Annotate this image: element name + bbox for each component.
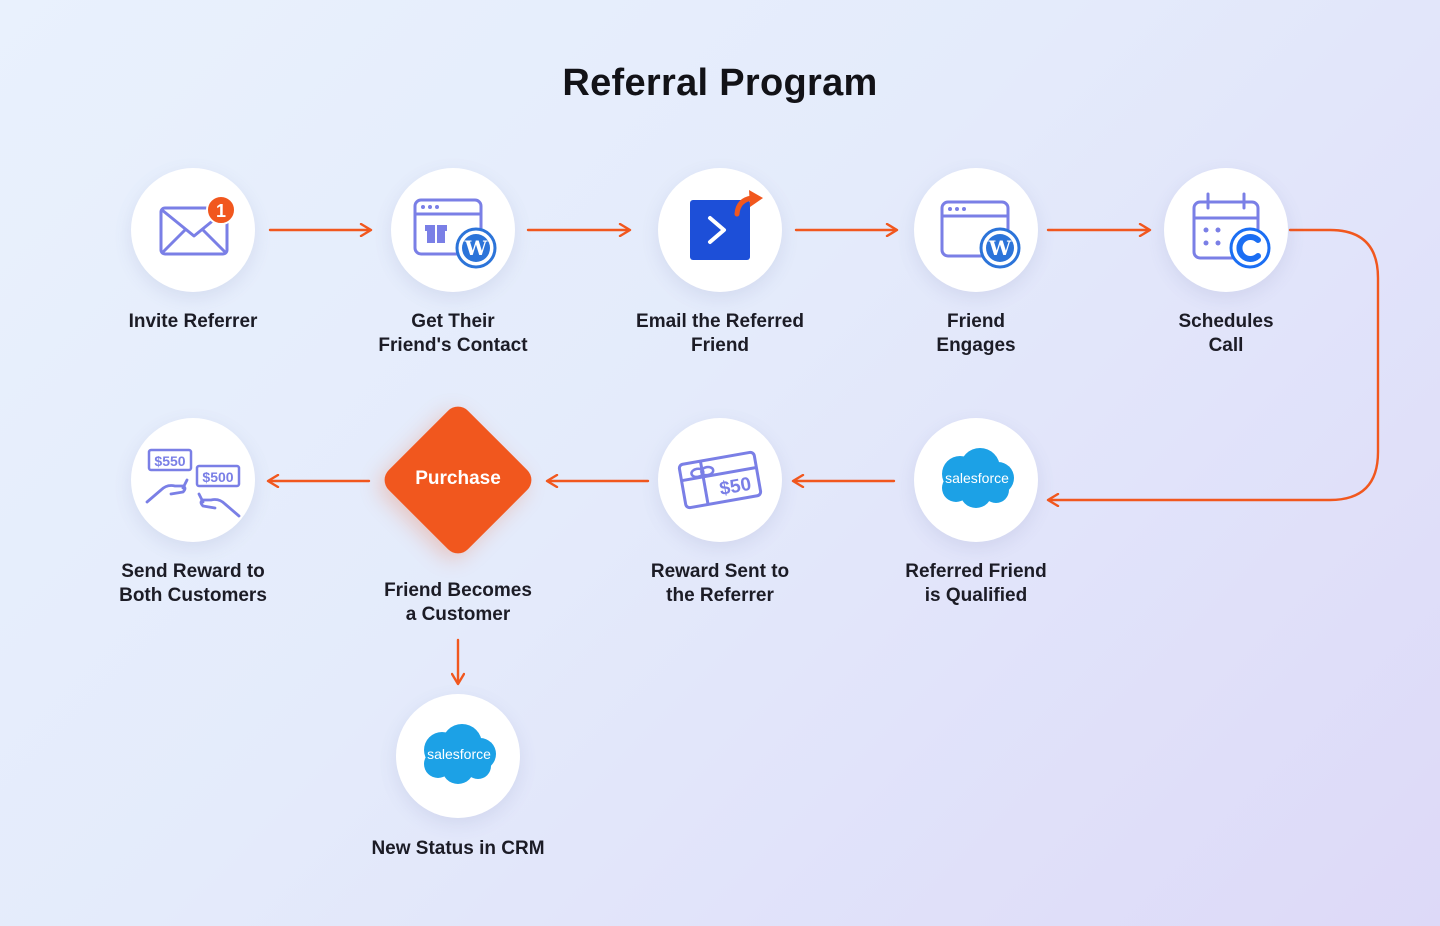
wordpress-window-icon: W — [940, 200, 1021, 269]
reward-value-left: $550 — [154, 453, 185, 469]
step-label-new-status: New Status in CRM — [371, 838, 545, 859]
step-email-referred — [658, 168, 782, 292]
page-title: Referral Program — [562, 62, 878, 104]
step-label-get-contact: Get Their Friend's Contact — [378, 311, 528, 356]
step-schedules-call — [1164, 168, 1288, 292]
arrow-schedules-to-qualified — [1049, 228, 1380, 500]
step-new-status-crm: salesforce — [396, 694, 520, 818]
activecampaign-send-icon — [690, 190, 763, 260]
notification-badge: 1 — [216, 201, 226, 221]
step-invite-referrer: 1 — [131, 168, 255, 292]
salesforce-cloud-icon: salesforce — [424, 724, 496, 784]
step-get-contact: W — [391, 168, 515, 292]
step-label-reward-sent: Reward Sent to the Referrer — [650, 561, 790, 606]
step-reward-sent: $50 — [658, 418, 782, 542]
salesforce-logo-text: salesforce — [945, 470, 1009, 486]
step-label-invite-referrer: Invite Referrer — [128, 311, 258, 332]
wordpress-gift-window-icon: W — [413, 198, 497, 269]
svg-text:W: W — [464, 236, 488, 260]
step-label-friend-engages: Friend Engages — [936, 311, 1016, 356]
svg-text:W: W — [988, 236, 1012, 260]
step-label-email-referred: Email the Referred Friend — [636, 311, 804, 356]
purchase-label: Purchase — [415, 468, 501, 489]
envelope-notification-icon: 1 — [159, 195, 236, 256]
step-label-friend-qualified: Referred Friend is Qualified — [905, 561, 1047, 606]
cash-reward-hands-icon: $550 $500 — [145, 448, 241, 518]
step-friend-qualified: salesforce — [914, 418, 1038, 542]
step-friend-engages: W — [914, 168, 1038, 292]
step-label-friend-customer: Friend Becomes a Customer — [384, 580, 532, 625]
gift-card-icon: $50 — [677, 450, 763, 510]
step-label-schedules-call: Schedules Call — [1178, 311, 1274, 356]
step-send-reward: $550 $500 — [131, 418, 255, 542]
reward-value-right: $500 — [202, 469, 233, 485]
calendly-calendar-icon — [1192, 192, 1271, 269]
salesforce-cloud-icon: salesforce — [942, 448, 1014, 508]
step-label-send-reward: Send Reward to Both Customers — [119, 561, 267, 606]
salesforce-logo-text: salesforce — [427, 746, 491, 762]
